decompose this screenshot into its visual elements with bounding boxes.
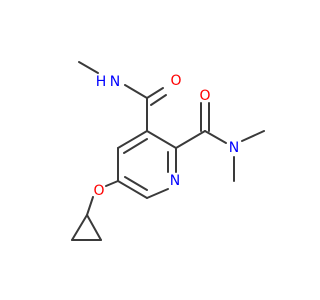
bond-c6-c5-double [124,176,148,191]
methylcarboxamide-group [78,61,167,132]
atom-n-pyridine: N [170,173,180,189]
bond-o-c5 [105,180,119,187]
bond-nh-methyl [78,61,99,74]
atom-n-dimethylamide: N [229,140,239,156]
atom-n-methylamide: N [110,74,120,90]
bond-n-methyl-right [241,130,265,142]
bond-carbonyl-n [204,130,227,144]
dimethylcarboxamide-group [175,102,265,182]
bond-c4-c3-double [123,138,148,154]
cyclopropyl-ring [71,214,102,241]
atom-o-amide-right: O [199,88,210,104]
bond-cp-1 [71,214,88,241]
pyridine-ring [117,130,177,199]
bond-c3-c2 [146,130,177,149]
structure-diagram: O N O O H N N [71,61,265,241]
bond-n-c6 [146,188,169,199]
atom-o-ether: O [93,183,104,199]
bond-c4-c3 [117,130,148,149]
atom-o-amide-top: O [170,73,181,89]
bond-carbonyl-o-top-double [150,94,167,106]
bond-carbonyl-o-top [146,87,164,99]
bond-cp-3 [86,214,102,241]
bond-c2-carbonyl [175,130,206,149]
bond-carbonyl-nh [124,84,148,99]
bond-c6-c5 [117,180,148,199]
bond-cp-o [86,196,94,216]
atom-h-methylamide: H [96,74,107,90]
